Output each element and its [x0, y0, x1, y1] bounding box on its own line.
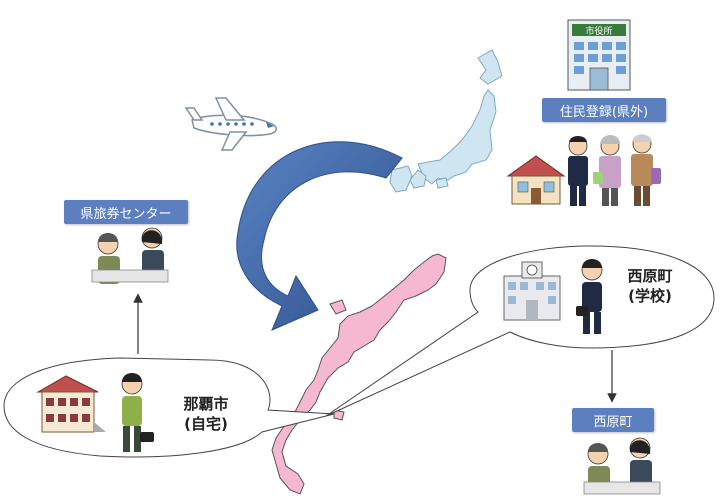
nishihara-school-text: 西原町 (学校) [614, 266, 686, 306]
house-icon [36, 375, 106, 433]
japan-map [389, 49, 503, 193]
migration-arrow [236, 141, 403, 331]
school-icon [503, 261, 561, 321]
naha-home-text: 那覇市 (自宅) [170, 394, 242, 434]
okinawa-map [271, 253, 447, 495]
counter-staff-icon [583, 437, 661, 495]
nishihara-bubble [325, 245, 715, 417]
student-icon [576, 259, 603, 334]
airplane-icon [184, 97, 277, 151]
nishihara-town-name: 西原町 [627, 267, 673, 285]
family-icon [568, 134, 661, 206]
house-icon [506, 155, 566, 205]
city-hall-icon: 市役所 [567, 19, 631, 91]
nishihara-office-label: 西原町 [572, 408, 654, 432]
resident-registration-label: 住民登録(県外) [542, 98, 666, 122]
counter-staff-icon [91, 227, 169, 284]
city-hall-sign: 市役所 [585, 25, 612, 37]
prefecture-travel-center-label: 県旅券センター [64, 200, 188, 224]
businessman-icon [121, 373, 154, 452]
naha-city-name: 那覇市 [183, 395, 229, 413]
naha-home-note: (自宅) [184, 415, 228, 433]
nishihara-school-note: (学校) [628, 287, 672, 305]
